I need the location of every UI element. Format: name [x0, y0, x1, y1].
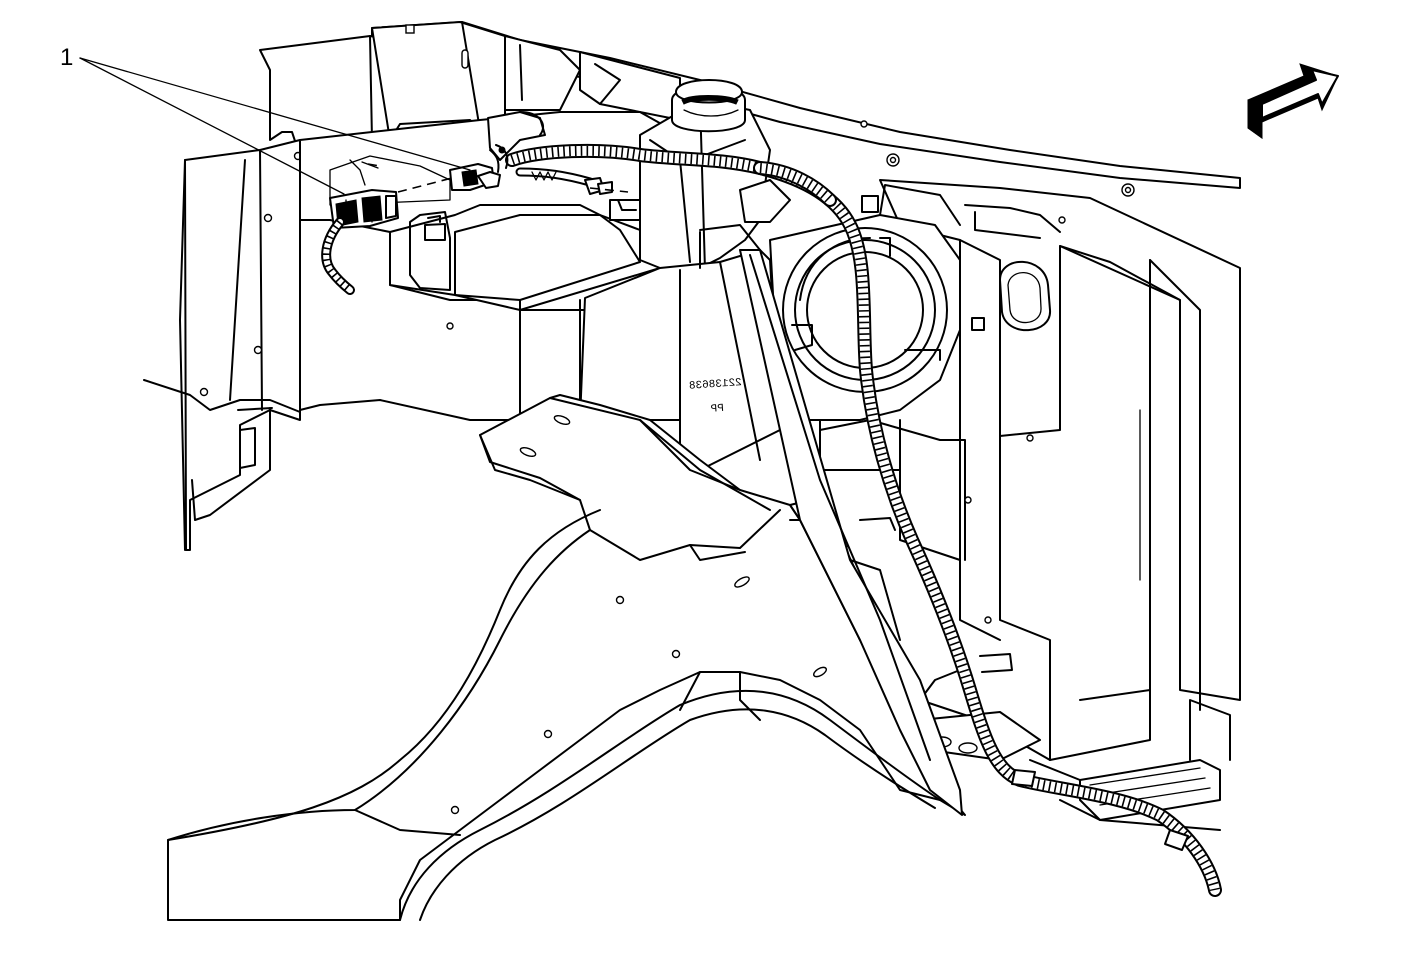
harness-connector	[449, 111, 613, 195]
forward-direction-arrow-icon	[1247, 63, 1339, 139]
wiring-harness	[505, 143, 1222, 897]
battery-tray	[389, 199, 661, 330]
leader-line-harness	[79, 57, 471, 171]
brace-strut	[739, 249, 963, 816]
alignment-lines	[367, 163, 629, 193]
part-number-text: 22138638	[689, 377, 743, 393]
material-code-text: PP	[710, 403, 724, 416]
upper-rail-holes	[860, 120, 1135, 224]
callout-1: 1	[60, 44, 471, 195]
callout-label: 1	[60, 44, 73, 71]
left-fender-panel	[143, 139, 303, 551]
leader-line-connector	[79, 57, 345, 195]
fender-apron	[167, 394, 966, 921]
component-connector	[321, 189, 399, 295]
left-upper-bracket	[259, 21, 681, 151]
